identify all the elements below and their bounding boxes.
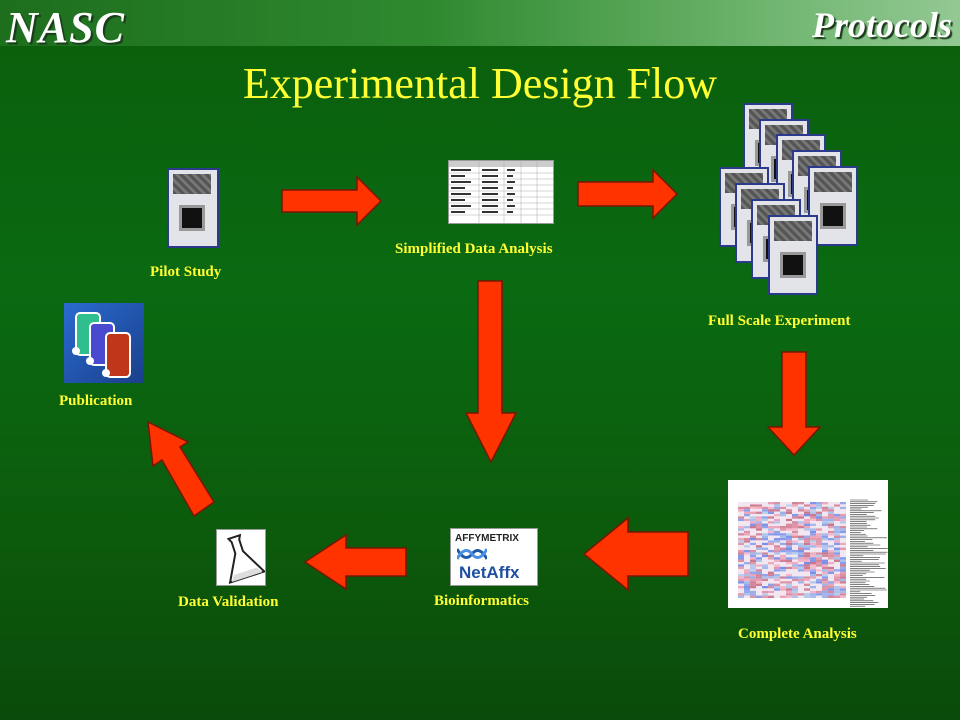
simplified-analysis-label: Simplified Data Analysis bbox=[395, 241, 553, 257]
pilot-chip-image bbox=[167, 168, 219, 248]
flask-icon bbox=[216, 529, 267, 586]
arrow-validation-to-publication bbox=[147, 420, 216, 518]
bioinformatics-label: Bioinformatics bbox=[434, 593, 529, 609]
complete-analysis-label: Complete Analysis bbox=[738, 626, 857, 642]
heatmap-image bbox=[728, 480, 888, 608]
publication-label: Publication bbox=[59, 393, 133, 409]
arrow-simplified-to-bioinformatics bbox=[464, 280, 518, 464]
arrow-complete-to-bioinformatics bbox=[582, 516, 689, 592]
slide-title: Experimental Design Flow bbox=[242, 59, 718, 108]
arrow-full-to-complete bbox=[766, 351, 822, 457]
netaffx-wordmark: NetAffx bbox=[459, 563, 520, 582]
data-validation-label: Data Validation bbox=[178, 594, 279, 610]
full-scale-label: Full Scale Experiment bbox=[708, 313, 851, 329]
affymetrix-wordmark: AFFYMETRIX bbox=[455, 533, 519, 544]
pilot-study-label: Pilot Study bbox=[150, 264, 222, 280]
protocols-heading: Protocols bbox=[812, 5, 952, 45]
header-banner: NASC Protocols bbox=[0, 0, 960, 52]
arrow-bioinformatics-to-validation bbox=[303, 533, 407, 591]
netaffx-logo: AFFYMETRIX NetAffx bbox=[450, 528, 538, 586]
data-table-image bbox=[448, 160, 554, 224]
publication-icon bbox=[64, 303, 144, 383]
nasc-logo: NASC bbox=[6, 3, 125, 52]
arrow-simplified-to-full bbox=[577, 168, 679, 220]
arrow-pilot-to-simplified bbox=[281, 175, 383, 227]
